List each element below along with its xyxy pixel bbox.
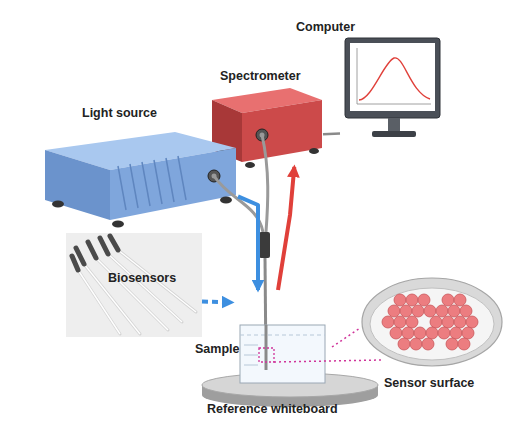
node-label: Spectrometer <box>220 69 301 83</box>
light-source-node: Light source <box>42 128 238 223</box>
biosensor-node: Biosensors <box>66 233 202 337</box>
beaker <box>240 325 325 383</box>
zoom-leader <box>274 360 382 362</box>
node-label: Light source <box>82 106 157 120</box>
node-label: Computer <box>296 20 355 34</box>
sample-node: Sample <box>232 290 332 385</box>
sensor-surface-zoom <box>362 278 502 366</box>
data-cable <box>323 132 340 135</box>
computer-monitor <box>345 38 440 137</box>
computer-node: Computer <box>340 30 450 145</box>
spectrometer-node: Spectrometer <box>208 85 323 167</box>
light-out-arrow <box>278 167 294 290</box>
light-in-arrow <box>238 196 258 290</box>
node-label: Sensor surface <box>384 376 474 390</box>
sensor-surface-node: Sensor surface <box>360 278 506 403</box>
whiteboard-node: Reference whiteboard <box>195 378 390 418</box>
fiber-junction <box>259 232 270 258</box>
biosensor-photo <box>66 233 202 337</box>
zoom-leader <box>332 328 360 347</box>
node-label: Sample <box>195 342 239 356</box>
insert-arrow <box>202 300 232 305</box>
node-label: Reference whiteboard <box>207 402 338 416</box>
node-label: Biosensors <box>108 271 176 285</box>
light-source-box <box>45 132 236 228</box>
probe <box>265 258 266 370</box>
optical-fiber <box>214 135 268 232</box>
